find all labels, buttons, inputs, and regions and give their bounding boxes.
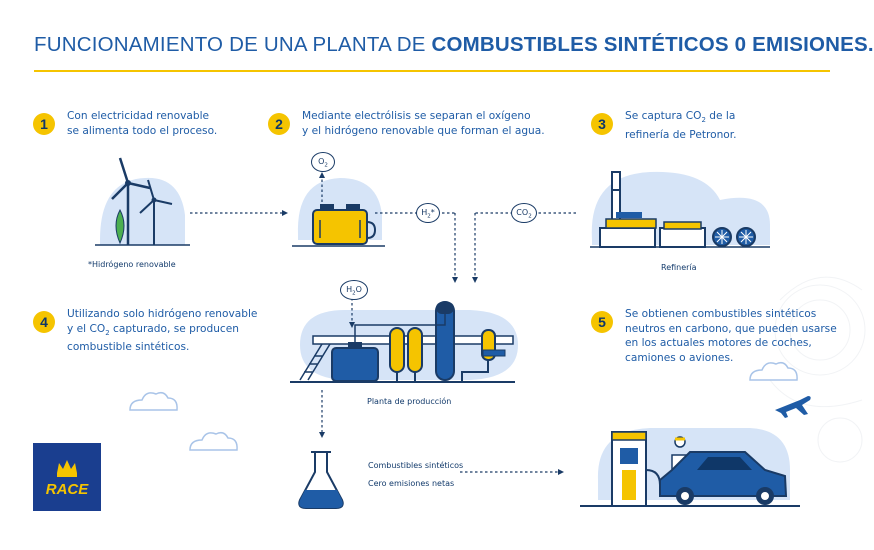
cloud-icon xyxy=(129,361,798,451)
title-regular: FUNCIONAMIENTO DE UNA PLANTA DE xyxy=(34,33,432,56)
step-5-text: Se obtienen combustibles sintéticos neut… xyxy=(625,308,837,364)
o2-chip: O2 xyxy=(311,152,335,172)
fuel-caption-line1: Combustibles sintéticos xyxy=(368,461,464,470)
title-underline xyxy=(34,70,830,72)
step-1-badge: 1 xyxy=(33,113,55,135)
fuel-flask-icon xyxy=(298,451,344,509)
arrow-heads xyxy=(282,172,564,475)
hydrogen-caption: *Hidrógeno renovable xyxy=(88,260,176,269)
step-2-badge: 2 xyxy=(268,113,290,135)
step-3-badge: 3 xyxy=(591,113,613,135)
fuel-station-car-illustration xyxy=(580,428,800,507)
h2o-chip: H2O xyxy=(340,280,368,300)
refinery-caption: Refinería xyxy=(661,263,697,272)
page-title: FUNCIONAMIENTO DE UNA PLANTA DE COMBUSTI… xyxy=(34,33,874,57)
fuel-caption-line2: Cero emisiones netas xyxy=(368,479,455,488)
h2-chip: H2* xyxy=(416,203,440,223)
step-1-text: Con electricidad renovable se alimenta t… xyxy=(67,110,218,137)
production-plant-illustration xyxy=(290,301,518,383)
race-logo: RACE xyxy=(33,443,101,511)
step-3-text: Se captura CO2 de la refinería de Petron… xyxy=(625,110,737,141)
background-ornament xyxy=(769,276,866,463)
step-5-badge: 5 xyxy=(591,311,613,333)
step-2-text: Mediante electrólisis se separan el oxíg… xyxy=(302,110,545,137)
flow-arrows xyxy=(190,178,576,473)
refinery-illustration xyxy=(590,171,770,248)
electrolyser-illustration xyxy=(292,178,385,247)
step-4-badge: 4 xyxy=(33,311,55,333)
logo-text: RACE xyxy=(45,481,89,498)
crown-icon xyxy=(57,460,77,477)
step-4-text: Utilizando solo hidrógeno renovable y el… xyxy=(67,308,258,354)
co2-chip: CO2 xyxy=(511,203,537,223)
title-bold: COMBUSTIBLES SINTÉTICOS 0 EMISIONES. xyxy=(431,33,874,56)
wind-turbines-illustration xyxy=(95,157,190,246)
airplane-icon xyxy=(775,396,811,418)
plant-caption: Planta de producción xyxy=(367,397,452,406)
